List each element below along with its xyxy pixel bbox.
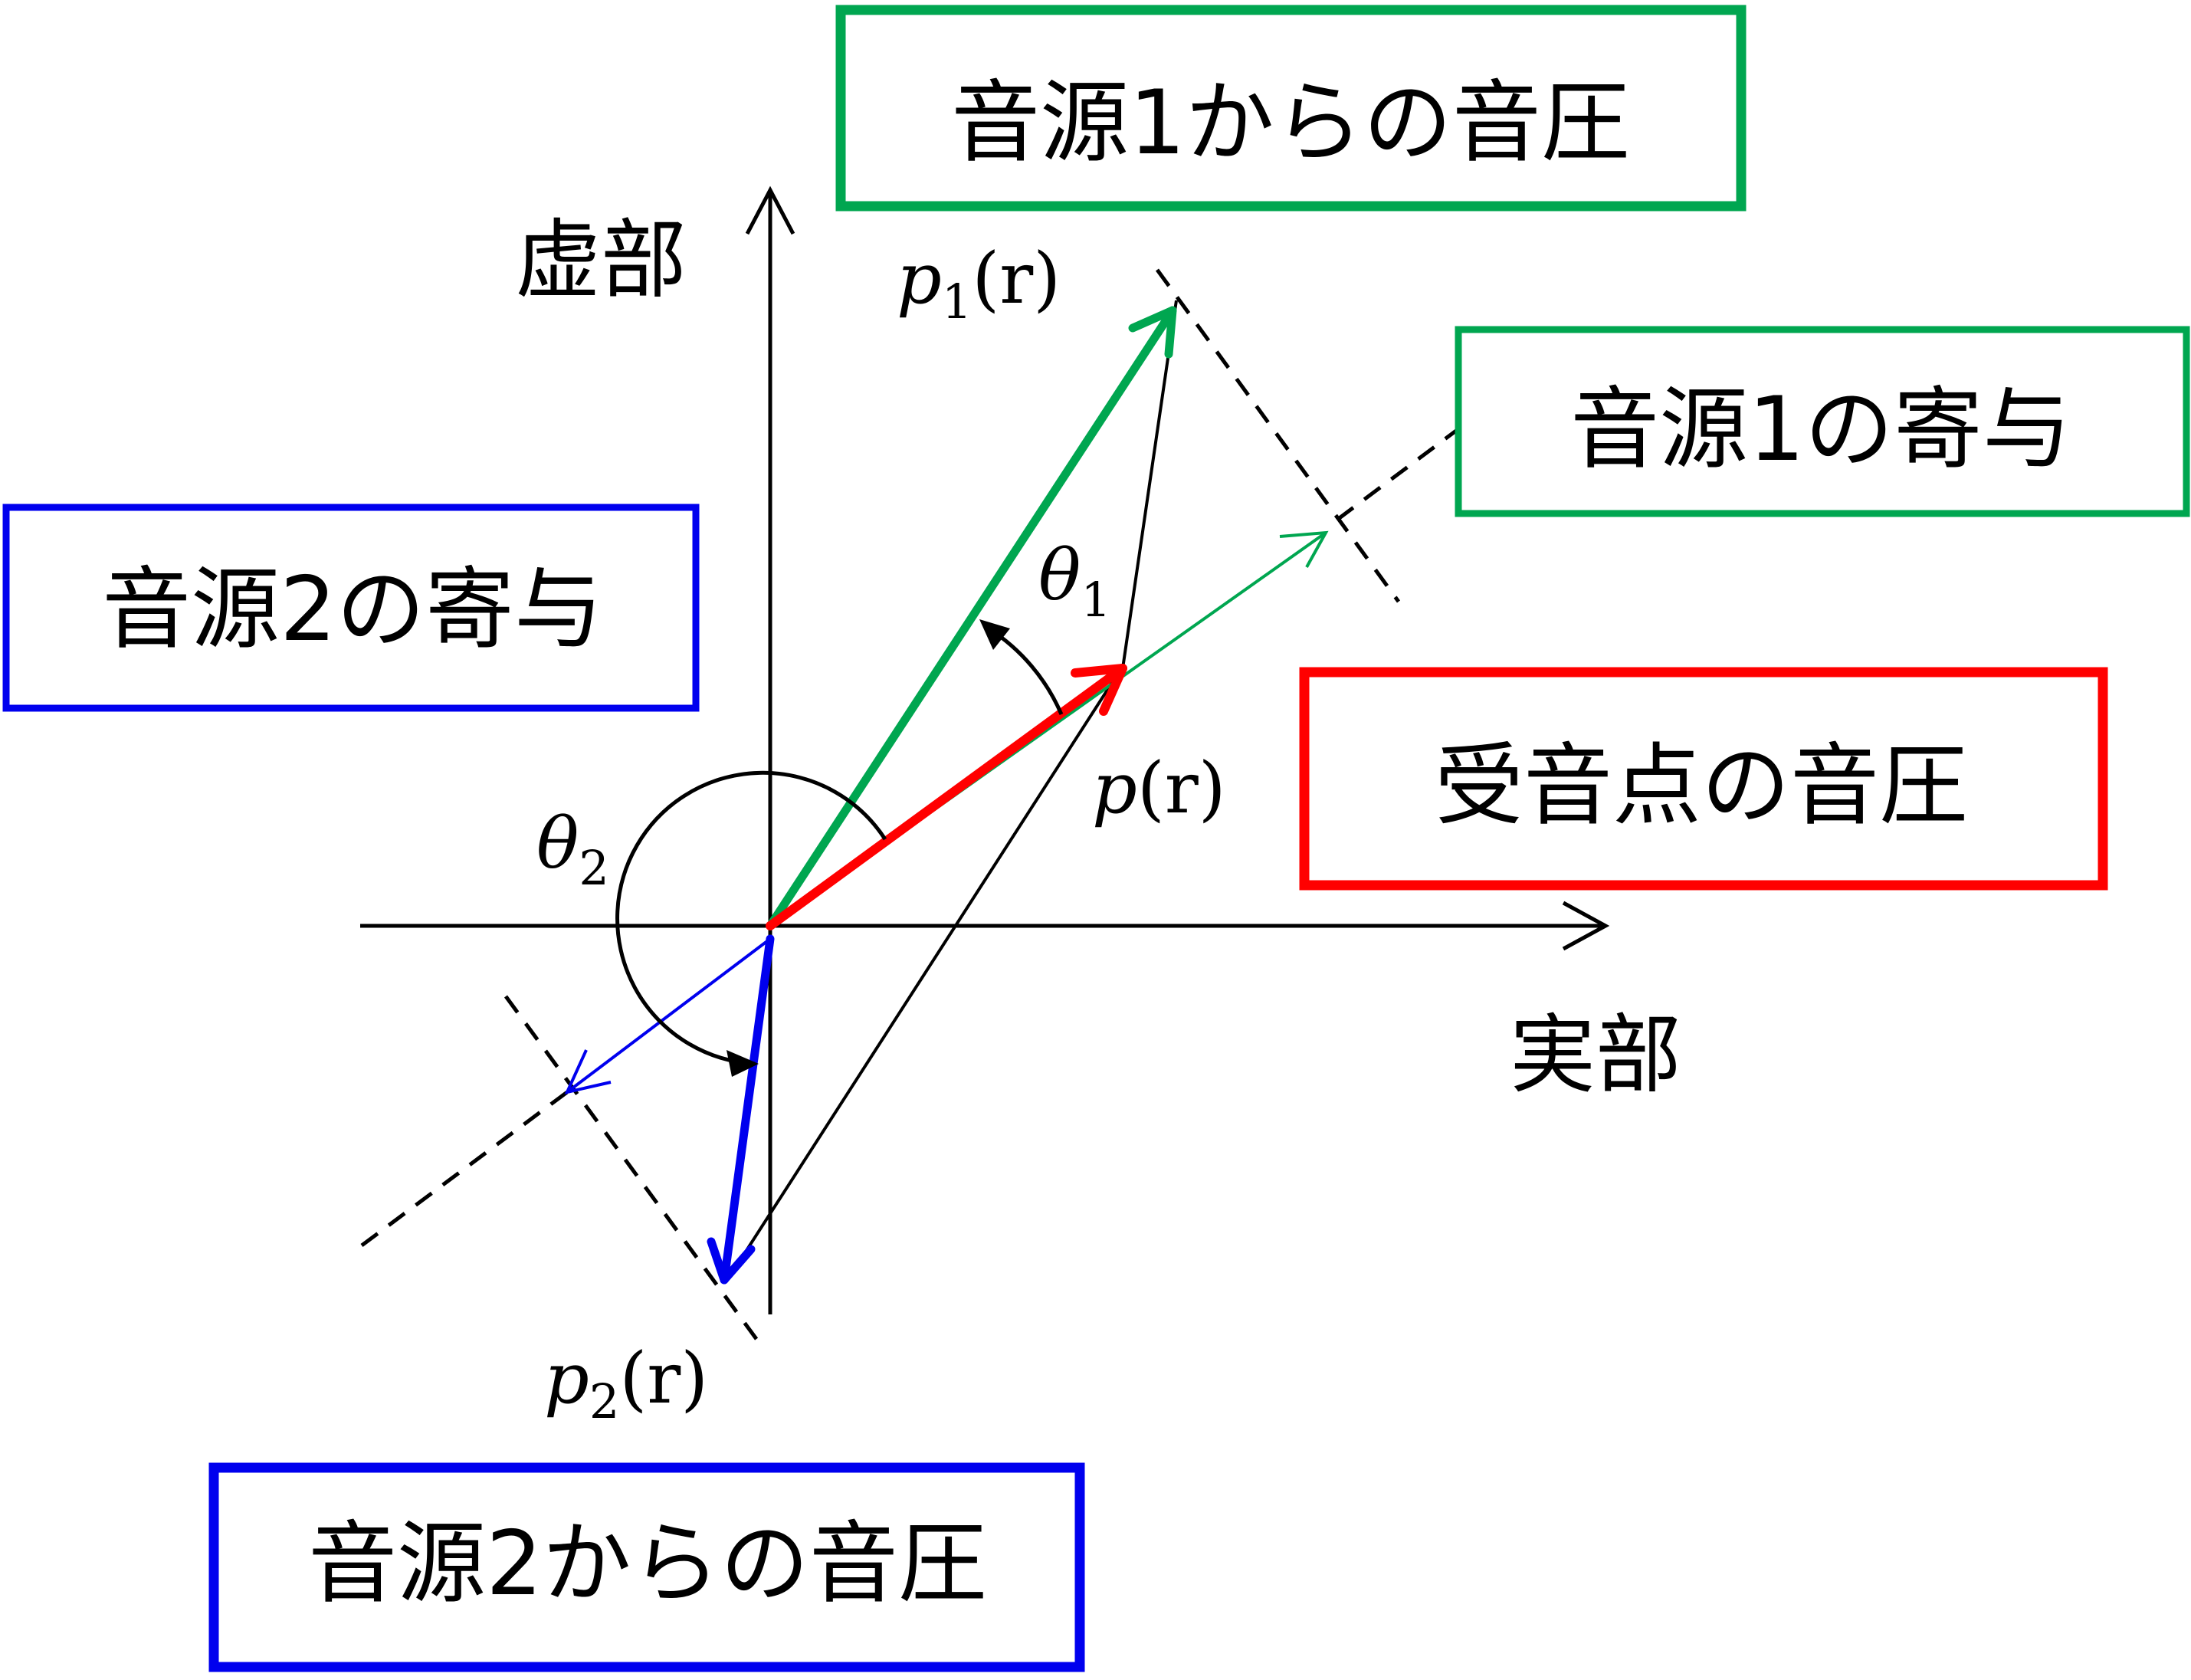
source2-contribution-vector	[564, 937, 772, 1094]
theta1-label: θ1	[1038, 534, 1111, 628]
real-axis-label: 実部	[1510, 1006, 1681, 1105]
p2-to-p-line	[725, 673, 1119, 1283]
source2-contribution-box: 音源2の寄与	[2, 504, 700, 712]
source1-pressure-box: 音源1からの音圧	[835, 5, 1747, 212]
dashed-lines	[360, 268, 1458, 1349]
source1-direction-dashed-line	[1336, 428, 1458, 522]
axes	[360, 185, 1610, 1314]
p1-to-p-line	[1121, 300, 1178, 669]
source2-projection-dashed-line	[503, 995, 765, 1349]
source1-contribution-box: 音源1の寄与	[1455, 326, 2190, 517]
source1-projection-dashed-line	[1155, 268, 1401, 603]
theta1-arc	[979, 619, 1064, 715]
theta2-arc	[615, 770, 887, 1077]
source2-contribution-label: 音源2の寄与	[102, 558, 603, 661]
source2-direction-dashed-line	[360, 1090, 569, 1248]
source1-pressure-vector	[766, 306, 1177, 930]
receiver-pressure-label: 受音点の音圧	[1435, 734, 1968, 838]
source1-contribution-label: 音源1の寄与	[1570, 378, 2071, 481]
p-label: p(r)	[1092, 747, 1226, 829]
source1-pressure-label: 音源1からの音圧	[951, 71, 1630, 175]
p1-label: p1(r)	[897, 238, 1061, 330]
imag-axis-arrowhead	[745, 185, 795, 235]
source2-pressure-label: 音源2からの音圧	[308, 1512, 987, 1616]
receiver-pressure-box: 受音点の音圧	[1299, 667, 2108, 891]
source2-pressure-box: 音源2からの音圧	[208, 1462, 1085, 1672]
source2-pressure-vector	[707, 934, 775, 1285]
parallelogram-lines	[725, 300, 1178, 1283]
receiver-pressure-vector	[766, 664, 1127, 930]
theta2-label: θ2	[536, 802, 609, 896]
imag-axis-label: 虚部	[515, 211, 687, 310]
p2-label: p2(r)	[544, 1337, 708, 1429]
real-axis-arrowhead	[1562, 901, 1610, 951]
